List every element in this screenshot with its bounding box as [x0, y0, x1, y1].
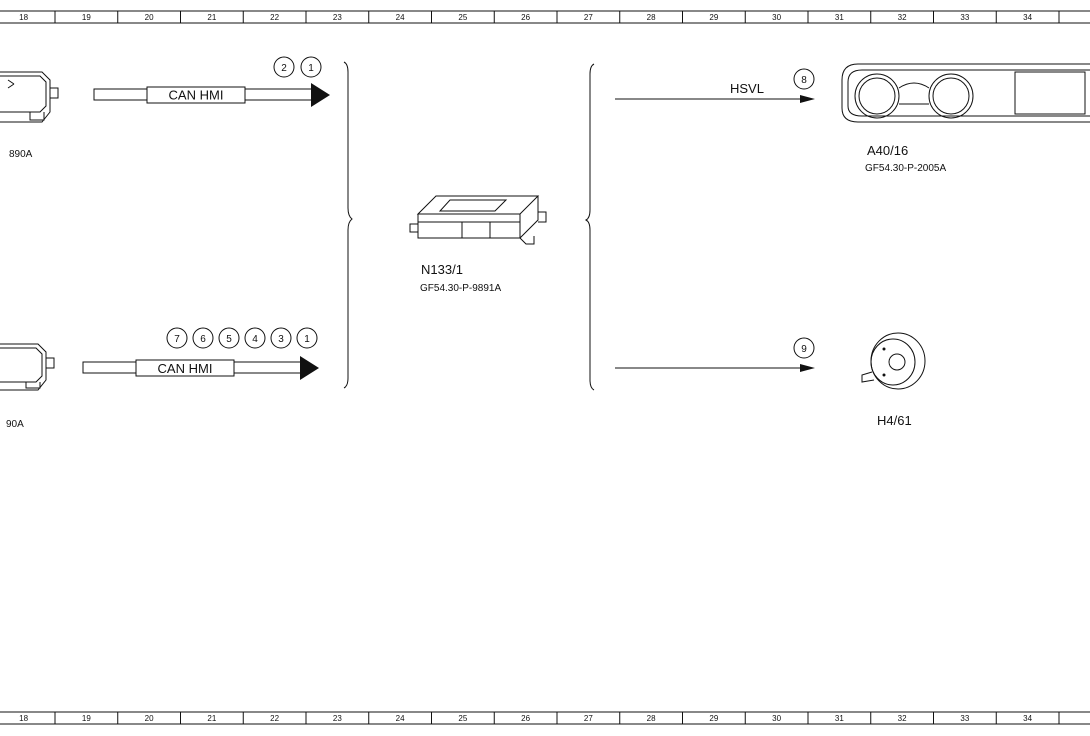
bottom-ruler-label: 31: [835, 714, 844, 723]
bottom-ruler-label: 30: [772, 714, 781, 723]
bottom-ruler-label: 33: [960, 714, 969, 723]
partial-control-unit-top: 890A: [0, 71, 59, 160]
top-ruler-label: 33: [960, 13, 969, 22]
bottom-ruler-label: 27: [584, 714, 593, 723]
bottom-ruler-label: 21: [207, 714, 216, 723]
top-ruler-label: 18: [19, 13, 28, 22]
top-ruler-label: 20: [145, 13, 154, 22]
h4-61-label: H4/61: [877, 413, 912, 428]
partial-ref-top: 890A: [9, 149, 33, 160]
top-ruler-label: 34: [1023, 13, 1032, 22]
partial-ref-bottom: 90A: [6, 419, 24, 430]
bottom-ruler-label: 26: [521, 714, 530, 723]
bottom-ruler-label: 19: [82, 714, 91, 723]
top-ruler-label: 32: [898, 13, 907, 22]
can-hmi-bus-top: CAN HMI 2 1: [93, 56, 330, 107]
top-ruler-label: 30: [772, 13, 781, 22]
badge-hsvl: 8: [801, 75, 807, 86]
badge-bottom-2: 6: [200, 334, 206, 345]
bottom-ruler-label: 34: [1023, 714, 1032, 723]
top-ruler-label: 22: [270, 13, 279, 22]
right-brace: [584, 63, 595, 391]
bottom-ruler-label: 18: [19, 714, 28, 723]
badge-bottom-6: 1: [304, 334, 310, 345]
badge-group-bottom: 7 6 5 4 3 1: [166, 327, 318, 349]
bottom-ruler-label: 24: [396, 714, 405, 723]
control-unit-n133-1: N133/1 GF54.30-P-9891A: [409, 195, 547, 294]
bottom-ruler: 18 19 20 21 22 23 24 25 26 27 28 29 30 31 32 33 34: [0, 711, 1090, 725]
speaker-connection: 9: [615, 337, 815, 372]
bottom-ruler-label: 22: [270, 714, 279, 723]
hsvl-label: HSVL: [730, 81, 764, 96]
top-ruler-label: 19: [82, 13, 91, 22]
bottom-ruler-label: 29: [709, 714, 718, 723]
partial-control-unit-bottom: 90A: [0, 343, 55, 430]
bottom-ruler-label: 20: [145, 714, 154, 723]
n133-1-label: N133/1: [421, 262, 463, 277]
left-brace: [343, 61, 353, 389]
n133-1-ref: GF54.30-P-9891A: [420, 283, 501, 294]
top-ruler-label: 28: [647, 13, 656, 22]
badge-top-2: 1: [308, 63, 314, 74]
a40-16-label: A40/16: [867, 143, 908, 158]
top-ruler-label: 29: [709, 13, 718, 22]
bottom-ruler-label: 32: [898, 714, 907, 723]
instrument-cluster-a40-16: A40/16 GF54.30-P-2005A: [841, 63, 1090, 174]
top-ruler-label: 21: [207, 13, 216, 22]
top-ruler-label: 31: [835, 13, 844, 22]
badge-group-top: 2 1: [273, 56, 322, 78]
top-ruler-label: 26: [521, 13, 530, 22]
can-hmi-bus-bottom: CAN HMI 7 6 5 4 3 1: [82, 327, 319, 380]
badge-bottom-5: 3: [278, 334, 284, 345]
bottom-ruler-label: 28: [647, 714, 656, 723]
hsvl-connection: HSVL 8: [615, 68, 815, 103]
top-ruler-label: 25: [458, 13, 467, 22]
speaker-h4-61: H4/61: [861, 332, 926, 428]
bottom-ruler-label: 25: [458, 714, 467, 723]
can-hmi-label-top: CAN HMI: [169, 88, 224, 103]
top-ruler-label: 23: [333, 13, 342, 22]
a40-16-ref: GF54.30-P-2005A: [865, 163, 946, 174]
top-ruler-label: 24: [396, 13, 405, 22]
badge-bottom-3: 5: [226, 334, 232, 345]
badge-speaker: 9: [801, 344, 807, 355]
bottom-ruler-label: 23: [333, 714, 342, 723]
top-ruler-label: 27: [584, 13, 593, 22]
top-ruler: 18 19 20 21 22 23 24 25 26 27 28 29 30 31 32 33 34: [0, 10, 1090, 24]
badge-top-1: 2: [281, 63, 287, 74]
badge-bottom-4: 4: [252, 334, 258, 345]
can-hmi-label-bottom: CAN HMI: [158, 361, 213, 376]
badge-bottom-1: 7: [174, 334, 180, 345]
